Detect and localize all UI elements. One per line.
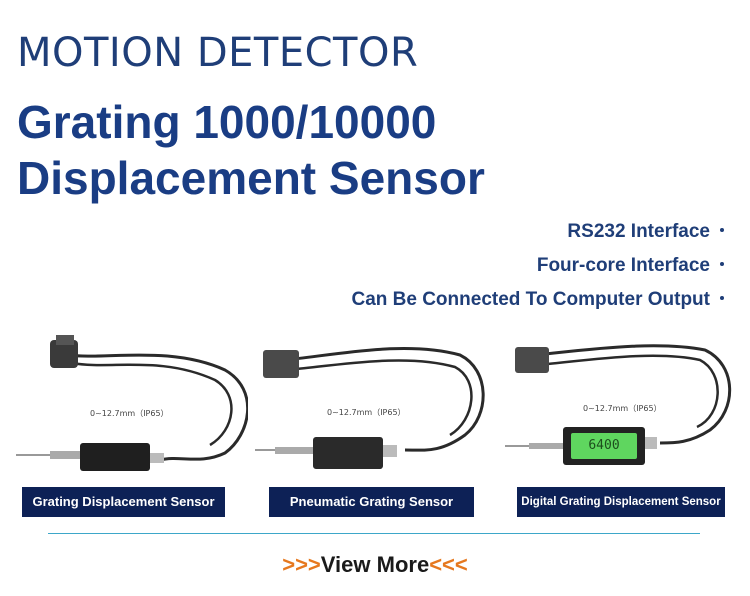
digital-sensor-image (505, 344, 732, 465)
bullet-icon (720, 261, 724, 266)
title-line-1: Grating 1000/10000 (17, 96, 437, 148)
page-supertitle: MOTION DETECTOR (17, 30, 419, 76)
product-spec: 0~12.7mm（IP65） (90, 409, 169, 418)
feature-label: Four-core Interface (536, 255, 710, 276)
lcd-readout: 6400 (588, 438, 620, 453)
feature-label: Can Be Connected To Computer Output (351, 289, 710, 310)
product-card-digital[interactable]: 6400 0~12.7mm（IP65） (505, 325, 743, 515)
right-arrows: <<< (429, 552, 468, 577)
divider (48, 533, 700, 534)
product-spec: 0~12.7mm（IP65） (583, 404, 662, 413)
view-more-label: View More (320, 552, 430, 577)
grating-sensor-image (16, 335, 248, 471)
feature-item: Four-core Interface (351, 254, 724, 288)
product-caption-digital[interactable]: Digital Grating Displacement Sensor (517, 487, 725, 517)
page-title: Grating 1000/10000 Displacement Sensor (17, 94, 485, 206)
product-caption-pneumatic[interactable]: Pneumatic Grating Sensor (269, 487, 474, 517)
title-line-2: Displacement Sensor (17, 152, 485, 204)
bullet-icon (720, 227, 724, 232)
product-card-grating[interactable]: 0~12.7mm（IP65） (10, 325, 248, 515)
pneumatic-sensor-image (255, 347, 485, 469)
view-more-link[interactable]: >>>View More<<< (0, 552, 750, 578)
feature-item: Can Be Connected To Computer Output (351, 288, 724, 322)
feature-label: RS232 Interface (567, 221, 710, 242)
feature-item: RS232 Interface (351, 220, 724, 254)
bullet-icon (720, 295, 724, 300)
product-spec: 0~12.7mm（IP65） (327, 408, 406, 417)
feature-list: RS232 Interface Four-core Interface Can … (351, 220, 724, 322)
left-arrows: >>> (282, 552, 321, 577)
product-card-pneumatic[interactable]: 0~12.7mm（IP65） (255, 325, 493, 515)
product-caption-grating[interactable]: Grating Displacement Sensor (22, 487, 225, 517)
